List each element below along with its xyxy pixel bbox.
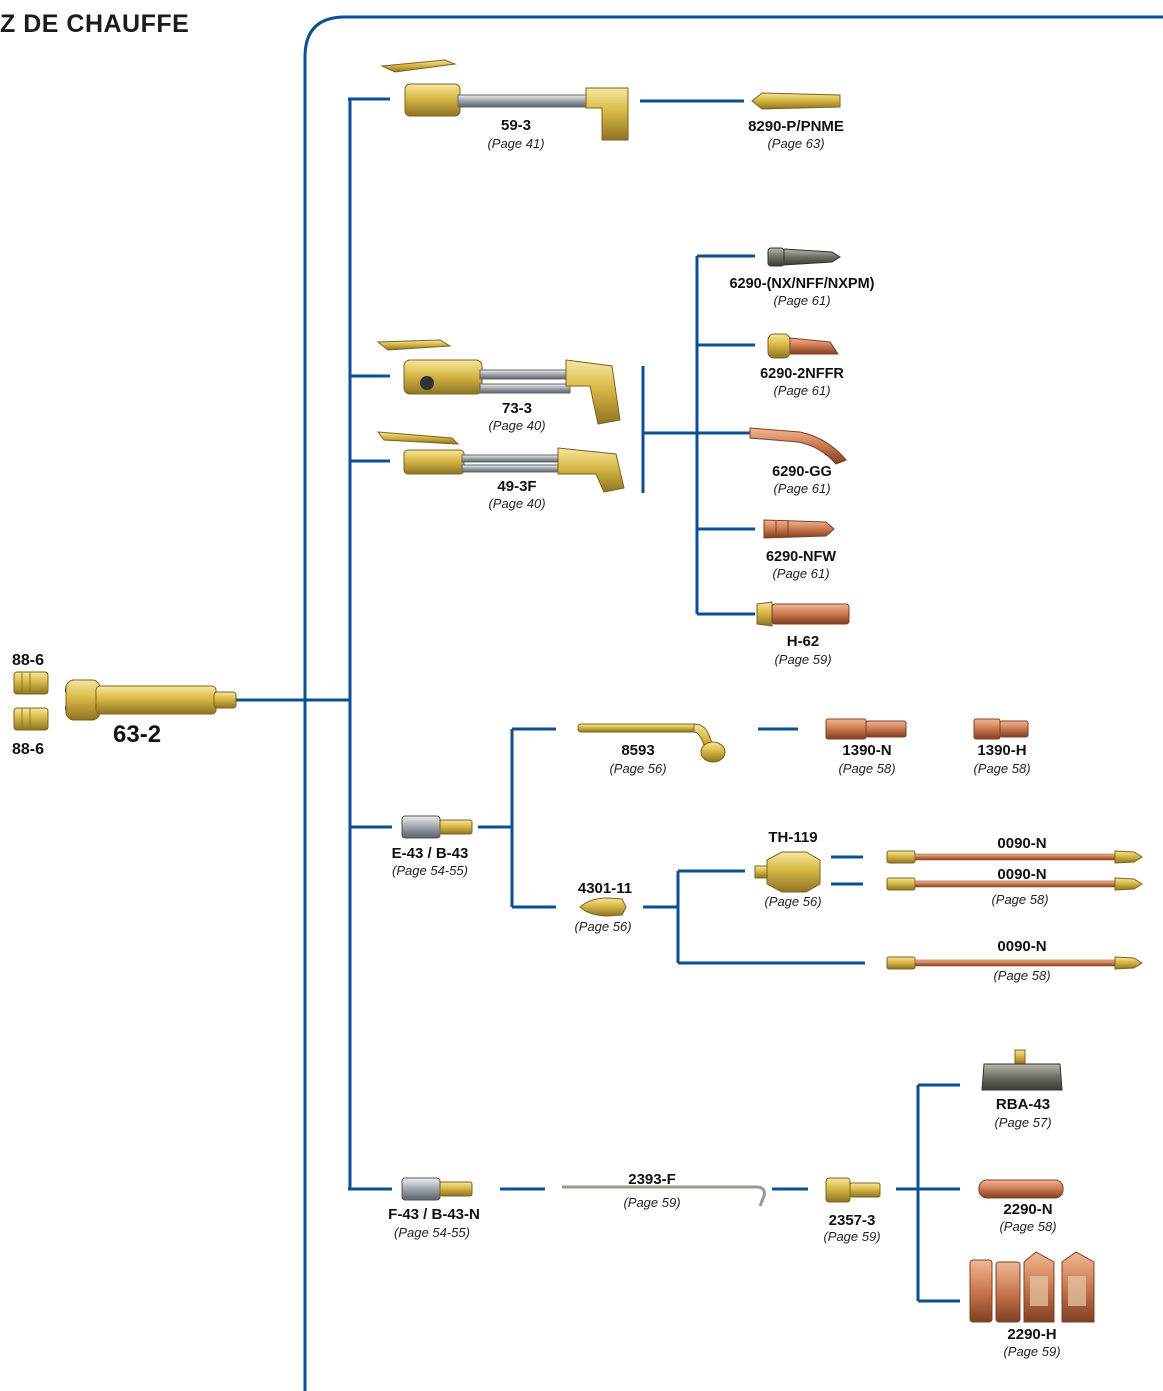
part-code-49-3f: 49-3F <box>497 478 536 495</box>
part-code-e43: E-43 / B-43 <box>392 845 469 862</box>
mixer-f43-icon <box>401 1177 473 1201</box>
heating-tip-h62-icon <box>756 601 850 627</box>
page-ref-6290-2nffr: (Page 61) <box>773 383 830 398</box>
extension-tube-0090-c-icon <box>886 956 1143 970</box>
bent-tube-8593-icon <box>577 723 726 763</box>
page-ref-f43: (Page 54-55) <box>394 1225 470 1240</box>
page-ref-1390h: (Page 58) <box>973 761 1030 776</box>
part-code-73-3: 73-3 <box>502 400 532 417</box>
part-code-rba43: RBA-43 <box>996 1096 1050 1113</box>
page-ref-2290n: (Page 58) <box>999 1219 1056 1234</box>
page-ref-th119: (Page 56) <box>764 894 821 909</box>
section-title: Z DE CHAUFFE <box>0 10 190 38</box>
part-code-0090-c: 0090-N <box>997 938 1046 955</box>
fitting-code-top: 88-6 <box>12 652 44 669</box>
cutting-tip-6290-nx-icon <box>767 247 841 267</box>
cutting-attachment-49-3f-icon <box>376 431 625 493</box>
fitting-88-6-top-icon <box>13 671 49 695</box>
part-code-0090-a: 0090-N <box>997 835 1046 852</box>
page-ref-2290h: (Page 59) <box>1003 1344 1060 1359</box>
part-code-2290h: 2290-H <box>1007 1326 1056 1343</box>
part-code-0090-b: 0090-N <box>997 866 1046 883</box>
frame-border <box>303 15 1163 1391</box>
page-ref-0090-c: (Page 58) <box>993 968 1050 983</box>
part-code-2290n: 2290-N <box>1003 1201 1052 1218</box>
part-code-8290: 8290-P/PNME <box>748 118 844 135</box>
handle-code: 63-2 <box>113 721 161 748</box>
adaptor-2357-icon <box>825 1177 881 1203</box>
page-ref-8593: (Page 56) <box>609 761 666 776</box>
page-ref-rba43: (Page 57) <box>994 1115 1051 1130</box>
extension-tube-0090-a-icon <box>886 850 1143 864</box>
cutting-tip-6290-2nffr-icon <box>767 333 839 359</box>
page-ref-6290-gg: (Page 61) <box>773 481 830 496</box>
part-code-f43: F-43 / B-43-N <box>388 1206 480 1223</box>
page-ref-2357: (Page 59) <box>823 1229 880 1244</box>
extension-tube-0090-b-icon <box>886 877 1143 891</box>
page-ref-6290-nx: (Page 61) <box>773 293 830 308</box>
brazing-attachment-59-3-icon <box>380 59 629 141</box>
cutting-attachment-73-3-icon <box>376 339 621 425</box>
page-ref-0090-b: (Page 58) <box>991 892 1048 907</box>
part-code-2393f: 2393-F <box>628 1171 676 1188</box>
page-ref-h62: (Page 59) <box>774 652 831 667</box>
cutting-tip-6290-nfw-icon <box>763 519 835 539</box>
page-ref-2393f: (Page 59) <box>623 1195 680 1210</box>
copper-tip-1390h-icon <box>973 718 1029 740</box>
page-ref-49-3f: (Page 40) <box>488 496 545 511</box>
gouging-tip-6290-gg-icon <box>749 427 847 465</box>
page-ref-59-3: (Page 41) <box>487 136 544 151</box>
handle-63-2-icon <box>65 679 237 721</box>
copper-tip-2290n-icon <box>978 1179 1064 1199</box>
multi-flame-tip-2290h-icon <box>969 1251 1095 1323</box>
part-code-6290-nx: 6290-(NX/NFF/NXPM) <box>729 276 874 292</box>
mixer-e43-icon <box>401 815 473 839</box>
tip-8290-icon <box>751 92 841 110</box>
page-ref-e43: (Page 54-55) <box>392 863 468 878</box>
page-ref-1390n: (Page 58) <box>838 761 895 776</box>
connector-lines <box>236 97 960 1303</box>
part-code-th119: TH-119 <box>768 829 817 846</box>
page-ref-4301: (Page 56) <box>574 919 631 934</box>
fitting-code-bottom: 88-6 <box>12 741 44 758</box>
part-code-1390n: 1390-N <box>842 742 891 759</box>
adaptor-4301-icon <box>579 897 627 917</box>
page-ref-6290-nfw: (Page 61) <box>772 566 829 581</box>
copper-tip-1390n-icon <box>825 718 907 740</box>
bent-tube-2393f-icon <box>562 1185 766 1207</box>
part-code-59-3: 59-3 <box>501 117 531 134</box>
part-code-8593: 8593 <box>621 742 654 759</box>
hex-adaptor-th119-icon <box>754 851 821 893</box>
part-code-h62: H-62 <box>787 633 820 650</box>
part-code-6290-2nffr: 6290-2NFFR <box>760 366 844 382</box>
part-code-2357: 2357-3 <box>829 1212 876 1229</box>
page-ref-73-3: (Page 40) <box>488 418 545 433</box>
part-code-1390h: 1390-H <box>977 742 1026 759</box>
part-code-6290-nfw: 6290-NFW <box>766 549 836 565</box>
part-code-6290-gg: 6290-GG <box>772 464 832 480</box>
part-code-4301: 4301-11 <box>578 880 632 897</box>
page-ref-8290: (Page 63) <box>767 136 824 151</box>
fitting-88-6-bottom-icon <box>13 707 49 731</box>
rosebud-burner-rba43-icon <box>981 1049 1063 1091</box>
